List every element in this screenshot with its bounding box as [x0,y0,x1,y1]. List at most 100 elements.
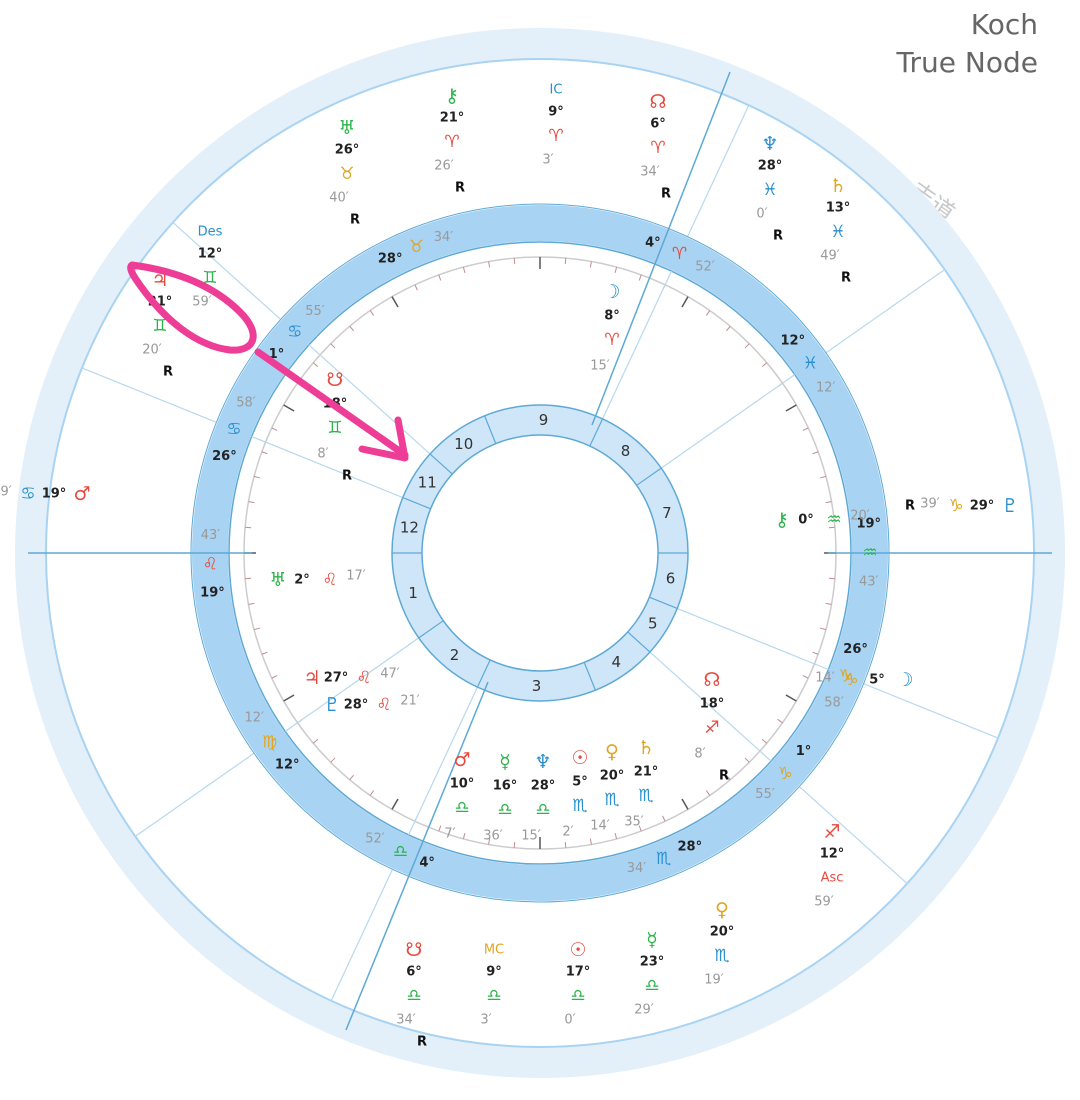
outer-planet-entry: ♅26°♉40′R [329,117,360,228]
planet-minute: 39′ [920,497,940,512]
degree-tick [681,296,689,308]
cusp-label: 28°♏34′ [627,840,702,877]
outer-planet-entry: ☋6°♎34′R [396,939,427,1050]
planet-minute: 29′ [634,1003,654,1018]
sign-icon: ♉ [339,164,354,184]
planet-degree: 6° [650,117,666,132]
sign-icon: ♎ [486,986,501,1006]
cusp-label: 1°♑55′ [755,744,811,802]
house-number: 11 [418,474,437,492]
planet-minute: 34′ [396,1013,416,1028]
degree-tick [589,261,592,268]
outer-planet-entry: ☊6°♈34′R [640,91,671,202]
planet-degree: 21° [634,765,659,780]
cusp-label: 26°♑58′ [824,642,868,710]
degree-tick [662,815,666,822]
house-divider [484,415,497,444]
degree-tick [614,266,618,274]
outer-planet-entry: ♄13°♓49′R [820,175,851,286]
planet-minute: 2′ [562,825,573,840]
planet-minute: 47′ [380,667,400,682]
planet-minute: 36′ [483,829,503,844]
planet-entry: ⚷0°♒20′ [775,509,870,532]
planet-icon: ♄ [637,737,654,759]
cusp-degree: 4° [419,856,435,871]
sign-icon: ♎ [570,986,585,1006]
cusp-label: 12°♍12′ [244,711,299,773]
sign-icon: ♋ [20,484,35,504]
planet-icon: Des [198,225,223,240]
house-divider [402,497,431,510]
planet-icon: ♐ [823,821,840,843]
cusp-sign-icon: ♌ [203,555,218,575]
cusp-label: 26°♋58′ [212,396,256,464]
outer-house-line [330,869,394,1001]
degree-tick [761,739,768,744]
degree-tick [245,577,252,580]
center-circle [421,434,659,672]
planet-degree: 26° [335,143,360,158]
sign-icon: ♓ [830,222,845,242]
house-divider [429,453,453,475]
degree-tick [283,694,295,702]
house-system-label: Koch [970,8,1038,41]
planet-icon: ♀ [715,899,729,921]
planet-minute: 19′ [0,485,12,500]
planet-degree: 12° [198,247,223,262]
planet-icon: ♅ [338,117,355,139]
planet-minute: 20′ [142,343,162,358]
planet-degree: 9° [548,105,564,120]
house-divider [583,662,596,691]
midheaven-axis-upper [591,71,731,426]
planet-degree: 5° [572,775,588,790]
cusp-label: 4°♈52′ [645,235,715,274]
outer-house-line [825,269,946,354]
house-number: 7 [662,504,672,522]
sign-icon: ♈ [650,138,665,158]
cusp-degree: 19° [200,586,225,601]
planet-icon: MC [484,943,504,958]
cusp-minute: 52′ [365,831,385,846]
cusp-degree: 4° [645,235,661,250]
planet-icon: ♀ [605,741,619,763]
cusp-degree: 12° [780,333,805,348]
house-number: 10 [454,435,473,453]
planet-icon: ♂ [73,483,90,505]
degree-tick [245,526,252,529]
node-type-label: True Node [896,46,1038,79]
planet-minute: 8′ [317,447,328,462]
sign-icon: ♌ [376,695,391,715]
degree-tick [513,841,516,848]
planet-degree: 17° [566,965,591,980]
planet-icon: ♇ [323,694,340,716]
cusp-degree: 19° [856,517,881,532]
degree-tick [369,790,375,796]
cusp-sign-icon: ♋ [226,419,241,439]
cusp-sign-icon: ♈ [672,244,687,264]
planet-minute: 19′ [704,973,724,988]
degree-tick [330,757,336,763]
degree-tick [819,627,827,631]
inner-planets: ☽8°♈15′☋18°♊8′R♅2°♌17′♃27°♌47′♇28°♌21′♂1… [269,281,869,844]
cusp-minute: 12′ [244,711,264,726]
planet-entry: ☉5°♏2′ [562,747,588,840]
degree-tick [414,284,418,291]
planet-minute: 17′ [346,569,366,584]
planet-minute: 59′ [814,895,834,910]
degree-tick [391,798,399,810]
planet-minute: 15′ [590,359,610,374]
degree-tick [812,451,819,455]
degree-tick [312,362,319,367]
planet-minute: 59′ [192,295,212,310]
outer-planet-entry: ⚷21°♈26′R [434,85,465,196]
planet-minute: 15′ [521,829,541,844]
planet-entry: ♄21°♏35′ [624,737,658,830]
cusp-minute: 12′ [816,381,836,396]
cusp-label: 4°♎52′ [365,831,435,870]
planet-minute: 14′ [815,671,835,686]
degree-tick [828,526,835,529]
cusp-sign-icon: ♉ [409,237,424,257]
outer-house-line [172,222,282,320]
